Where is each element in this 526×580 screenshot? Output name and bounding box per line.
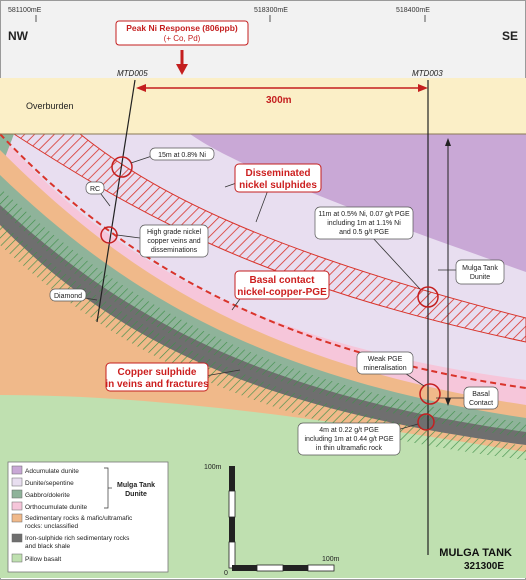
peak-response-line2: (+ Co, Pd) — [164, 34, 201, 43]
legend-swatch-adcumulate — [11, 465, 23, 475]
footer-title: MULGA TANK — [439, 547, 512, 559]
label-basal-line2: nickel-copper-PGE — [237, 287, 327, 298]
callout-mulga-line2: Dunite — [470, 274, 490, 281]
overburden-layer — [0, 78, 526, 134]
header-band — [1, 1, 525, 78]
callout-11m-line1: 11m at 0.5% Ni, 0.07 g/t PGE — [318, 211, 410, 218]
callout-4m-line2: including 1m at 0.44 g/t PGE — [304, 436, 393, 443]
disseminated-sulphide-band — [12, 133, 526, 343]
callout-highgrade-line1: High grade nickel — [147, 229, 202, 236]
direction-nw: NW — [8, 29, 29, 43]
callout-highgrade — [139, 224, 209, 258]
callout-11m — [314, 206, 414, 240]
label-disseminated-line1: Disseminated — [245, 168, 310, 179]
scale-bar: 100m 100m 0 — [204, 464, 340, 577]
legend-label-sedimentary-1: Sedimentary rocks & mafic/ultramafic — [25, 515, 133, 522]
callout-rc — [85, 181, 105, 195]
callout-highgrade-line2: copper veins and — [147, 238, 200, 245]
hole-label-mtd003: MTD003 — [412, 69, 443, 78]
callout-mulga-dunite — [455, 259, 505, 285]
legend-group-line1: Mulga Tank — [117, 482, 155, 489]
callout-15m — [149, 147, 215, 161]
legend-label-orthocumulate: Orthocumulate dunite — [25, 504, 88, 511]
label-copper-line1: Copper sulphide — [118, 367, 197, 378]
callout-diamond — [49, 288, 87, 302]
callout-basal-line2: Contact — [469, 400, 493, 407]
legend-group-line2: Dunite — [125, 491, 147, 498]
intercept-circle-4m — [417, 413, 435, 431]
intercept-circle-15m — [111, 156, 133, 178]
callout-mulga-line1: Mulga Tank — [462, 265, 498, 272]
hole-label-mtd005: MTD005 — [117, 69, 148, 78]
label-basal-contact — [234, 270, 330, 300]
callout-11m-line3: and 0.5 g/t PGE — [339, 229, 389, 236]
easting-label-right: 518400mE — [396, 7, 430, 14]
legend-label-gabbro: Gabbro/dolerite — [25, 492, 70, 499]
legend-swatch-iron-sulphide — [11, 533, 23, 543]
legend-label-adcumulate: Adcumulate dunite — [25, 468, 79, 475]
label-basal-line1: Basal contact — [249, 275, 315, 286]
callout-diamond-text: Diamond — [54, 293, 82, 300]
distance-label: 300m — [266, 95, 292, 106]
easting-label-center: 518300mE — [254, 7, 288, 14]
direction-se: SE — [502, 29, 518, 43]
peak-response-line1: Peak Ni Response (806ppb) — [126, 23, 238, 33]
callout-4m-line1: 4m at 0.22 g/t PGE — [319, 427, 379, 434]
label-copper-sulphide — [105, 362, 209, 392]
callout-11m-line2: including 1m at 1.1% Ni — [327, 220, 401, 227]
label-copper-line2: in veins and fractures — [105, 379, 209, 390]
intercept-circle-11m — [417, 286, 439, 308]
gabbro-band — [0, 175, 526, 438]
label-disseminated — [234, 163, 322, 193]
legend-label-pillow: Pillow basalt — [25, 556, 61, 563]
callout-basal-line1: Basal — [472, 391, 490, 398]
callout-weakpge-line2: mineralisation — [363, 365, 406, 372]
drillhole-mtd005 — [96, 79, 136, 323]
callout-rc-text: RC — [90, 186, 100, 193]
scale-label-horizontal: 100m — [322, 556, 340, 563]
legend: Adcumulate dunite Dunite/sepentine Gabbr… — [7, 461, 169, 573]
callout-weakpge-line1: Weak PGE — [368, 356, 403, 363]
callout-4m — [297, 422, 401, 456]
callout-15m-text: 15m at 0.8% Ni — [158, 152, 206, 159]
legend-label-iron-2: and black shale — [25, 543, 71, 550]
legend-label-dunite: Dunite/sepentine — [25, 480, 74, 487]
easting-label-left: 581100mE — [8, 7, 42, 14]
label-disseminated-line2: nickel sulphides — [239, 180, 317, 191]
legend-swatch-gabbro — [11, 489, 23, 499]
legend-label-iron-1: Iron-sulphide rich sedimentary rocks — [25, 535, 130, 542]
legend-label-sedimentary-2: rocks: unclassified — [25, 523, 78, 530]
legend-swatch-orthocumulate — [11, 501, 23, 511]
footer-subtitle: 321300E — [464, 561, 504, 572]
callout-basal-contact — [463, 386, 499, 410]
intercept-circle-weakpge — [419, 383, 441, 405]
callout-highgrade-line3: disseminations — [151, 247, 198, 254]
scale-label-origin: 0 — [224, 570, 228, 577]
callout-4m-line3: in thin ultramafic rock — [316, 445, 383, 452]
legend-swatch-pillow — [11, 553, 23, 563]
scale-label-vertical: 100m — [204, 464, 222, 471]
legend-swatch-sedimentary — [11, 513, 23, 523]
overburden-label: Overburden — [26, 101, 74, 111]
peak-response-box — [115, 20, 249, 46]
legend-swatch-dunite — [11, 477, 23, 487]
callout-weakpge — [356, 351, 414, 375]
